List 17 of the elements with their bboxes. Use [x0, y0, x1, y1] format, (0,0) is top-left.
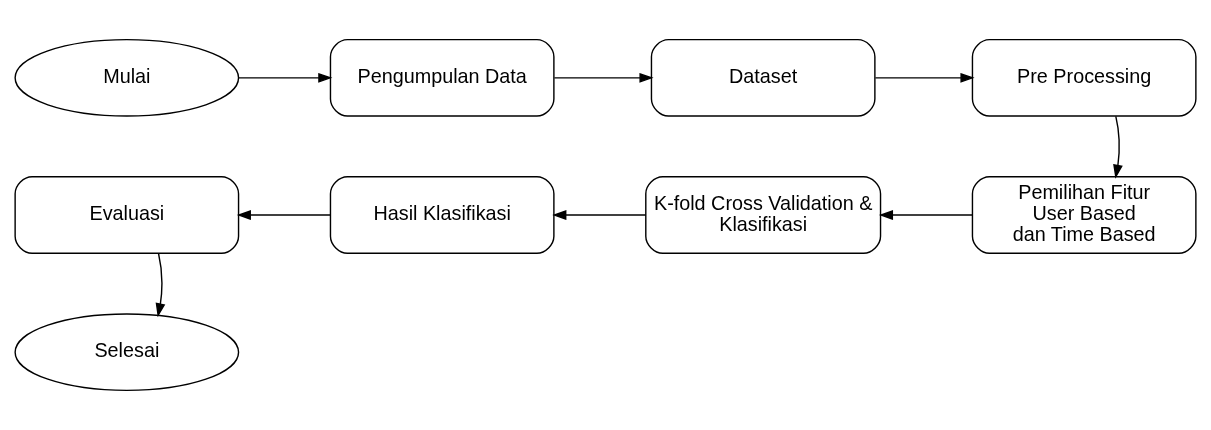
node-box: Hasil Klasifikasi	[329, 176, 555, 254]
node-box: Pre Processing	[971, 38, 1197, 117]
node-box: Pemilihan Fitur User Based dan Time Based	[971, 176, 1197, 254]
arrow	[878, 210, 973, 220]
arrow	[553, 72, 654, 83]
node-box: Evaluasi	[14, 176, 240, 254]
arrow	[1113, 115, 1123, 179]
arrow	[155, 252, 166, 318]
node-ellipse: Mulai	[14, 38, 240, 117]
arrow	[552, 210, 647, 220]
node-box: K-fold Cross Validation & Klasifikasi	[645, 176, 882, 254]
node-box: Dataset	[650, 38, 876, 117]
arrow	[874, 72, 975, 83]
node-box: Pengumpulan Data	[329, 38, 555, 117]
arrow	[236, 210, 331, 220]
node-ellipse: Selesai	[14, 313, 240, 392]
arrow	[238, 72, 333, 83]
